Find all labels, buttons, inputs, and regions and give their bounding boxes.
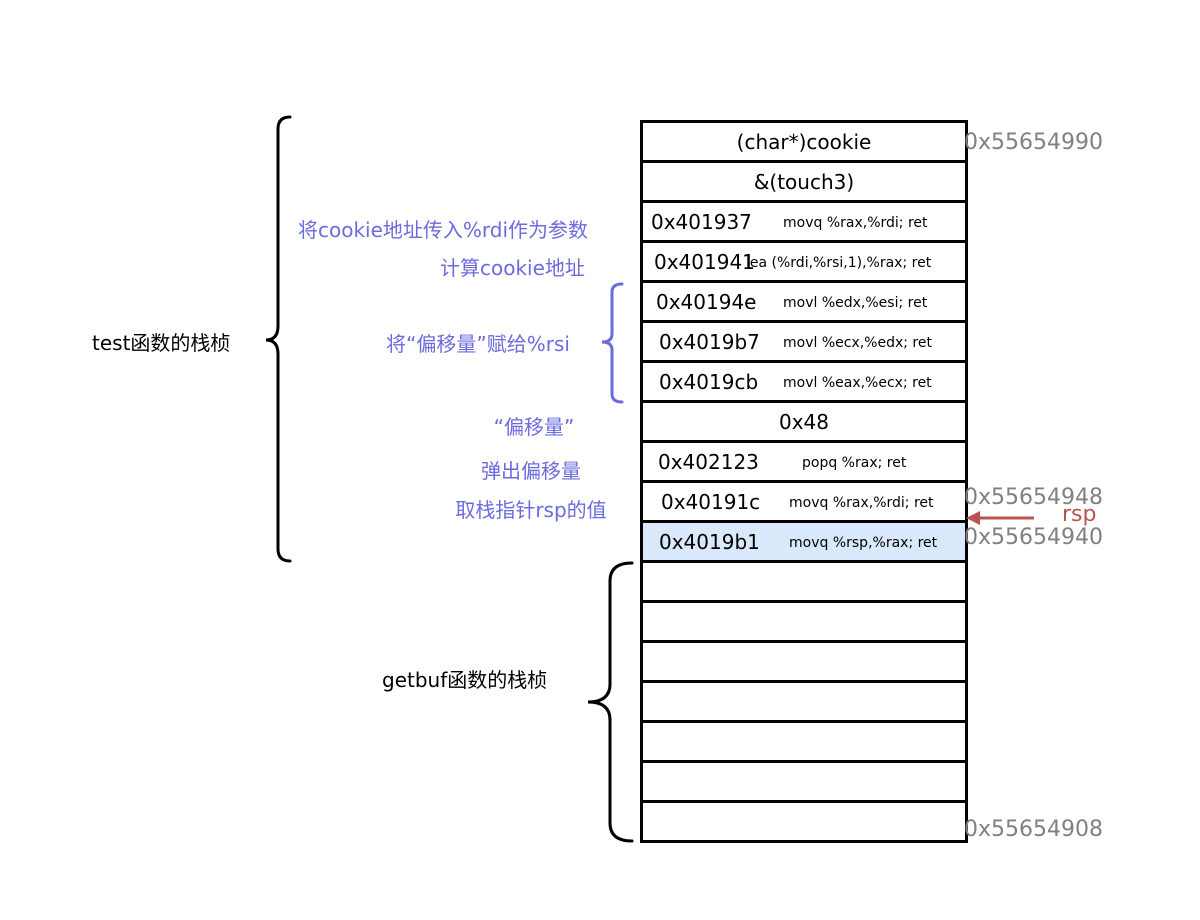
stack-cell-gadget-401941: 0x401941 lea (%rdi,%rsi,1),%rax; ret [643, 243, 965, 283]
test-frame-label: test函数的栈桢 [92, 331, 231, 355]
annotation-pass-cookie: 将cookie地址传入%rdi作为参数 [298, 218, 589, 242]
gadget-instruction: movq %rsp,%rax; ret [789, 534, 938, 551]
annotation-assign-offset: 将“偏移量”赋给%rsi [386, 332, 570, 356]
gadget-instruction: movl %eax,%ecx; ret [783, 374, 932, 391]
memory-address-top: 0x55654990 [964, 130, 1103, 155]
cell-value: &(touch3) [753, 169, 855, 194]
memory-address-948: 0x55654948 [964, 485, 1103, 510]
gadget-address: 0x4019b1 [659, 529, 760, 554]
getbuf-frame-label: getbuf函数的栈桢 [382, 668, 548, 692]
gadget-address: 0x40191c [661, 489, 761, 514]
annotation-offset: “偏移量” [493, 415, 575, 439]
stack-cell-gadget-4019b1: 0x4019b1 movq %rsp,%rax; ret [643, 523, 965, 563]
stack-cell-cookie: (char*)cookie [643, 123, 965, 163]
gadget-address: 0x4019cb [659, 369, 759, 394]
gadget-address: 0x40194e [656, 289, 757, 314]
stack-cell-gadget-401937: 0x401937 movq %rax,%rdi; ret [643, 203, 965, 243]
gadget-instruction: movq %rax,%rdi; ret [789, 494, 934, 511]
stack-cell-offset: 0x48 [643, 403, 965, 443]
stack-cell-gadget-402123: 0x402123 popq %rax; ret [643, 443, 965, 483]
cell-value: (char*)cookie [736, 129, 872, 154]
offset-gadgets-brace [601, 282, 624, 404]
annotation-get-rsp: 取栈指针rsp的值 [455, 498, 607, 522]
memory-address-bottom: 0x55654908 [964, 817, 1103, 842]
empty-stack-cell [643, 683, 965, 723]
gadget-address: 0x4019b7 [659, 329, 760, 354]
gadget-instruction: movl %ecx,%edx; ret [783, 334, 932, 351]
empty-stack-cell [643, 723, 965, 763]
memory-address-940: 0x55654940 [964, 525, 1103, 550]
stack-diagram: (char*)cookie &(touch3) 0x401937 movq %r… [640, 120, 968, 843]
empty-stack-cell [643, 563, 965, 603]
gadget-address: 0x402123 [658, 449, 759, 474]
rsp-arrow [966, 511, 1034, 525]
gadget-address: 0x401941 [654, 249, 755, 274]
test-frame-brace [265, 115, 292, 563]
empty-stack-cell [643, 763, 965, 803]
stack-cell-touch3: &(touch3) [643, 163, 965, 203]
stack-cell-gadget-4019b7: 0x4019b7 movl %ecx,%edx; ret [643, 323, 965, 363]
getbuf-frame-brace [587, 561, 634, 843]
stack-cell-gadget-4019cb: 0x4019cb movl %eax,%ecx; ret [643, 363, 965, 403]
annotation-pop-offset: 弹出偏移量 [481, 459, 581, 483]
stack-cell-gadget-40191c: 0x40191c movq %rax,%rdi; ret [643, 483, 965, 523]
stack-cell-gadget-40194e: 0x40194e movl %edx,%esi; ret [643, 283, 965, 323]
cell-value: 0x48 [778, 409, 829, 434]
annotation-calc-cookie: 计算cookie地址 [440, 256, 585, 280]
gadget-address: 0x401937 [651, 209, 752, 234]
rsp-label: rsp [1062, 502, 1097, 527]
gadget-instruction: popq %rax; ret [802, 454, 907, 471]
gadget-instruction: movq %rax,%rdi; ret [783, 214, 928, 231]
empty-stack-cell [643, 643, 965, 683]
empty-stack-cell [643, 603, 965, 643]
gadget-instruction: movl %edx,%esi; ret [783, 294, 928, 311]
gadget-instruction: lea (%rdi,%rsi,1),%rax; ret [746, 254, 932, 271]
